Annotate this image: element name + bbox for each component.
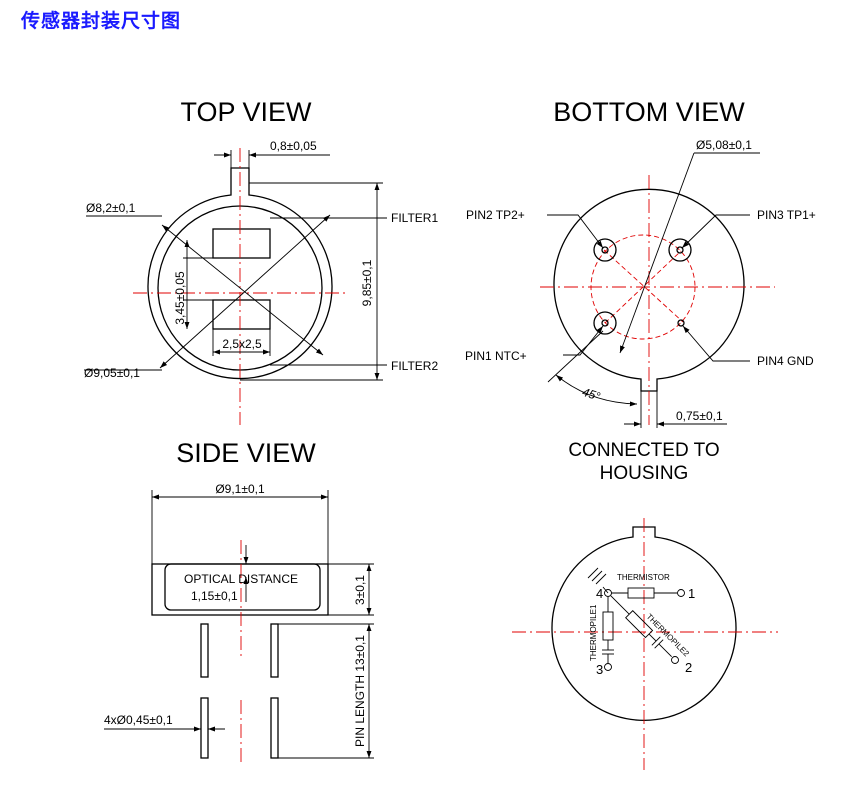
filter1-label: FILTER1 (391, 211, 438, 225)
pin-1-circle (677, 589, 685, 597)
pin3-leader (681, 214, 750, 249)
schematic-title-line1: CONNECTED TO (568, 440, 719, 461)
dim-pin-diameter: 4xØ0,45±0,1 (104, 713, 173, 727)
pin-3-circle (604, 663, 612, 671)
angle-label: 45° (580, 385, 602, 404)
dim-cap-height: 3±0,1 (353, 575, 367, 605)
dim-d905: Ø9,05±0,1 (84, 366, 140, 380)
side-pin-left-lower (200, 697, 209, 759)
ground-mark-3 (595, 573, 607, 585)
pin3-circle (668, 238, 692, 262)
pin3-label: PIN3 TP1+ (757, 208, 816, 222)
pin2-label: PIN2 TP2+ (466, 208, 525, 222)
top-view-title: TOP VIEW (180, 97, 312, 127)
top-view: TOP VIEW Ø8,2±0,1 Ø9,05±0,1 0,8±0,05 3,4… (84, 97, 438, 425)
pin-3-label: 3 (596, 662, 603, 677)
schematic-body-outline (551, 526, 737, 721)
optical-distance-value: 1,15±0,1 (191, 589, 238, 603)
dim-tab-width: 0,8±0,05 (270, 139, 317, 153)
side-pin-right-upper (270, 623, 279, 678)
dim-height: 9,85±0,1 (360, 259, 374, 306)
dim-side-diameter: Ø9,1±0,1 (215, 482, 265, 496)
ground-link (602, 586, 609, 594)
pin2-center (601, 246, 609, 254)
dim-pin-length: PIN LENGTH 13±0,1 (353, 635, 367, 747)
bottom-view-body-outline (553, 188, 745, 392)
bottom-view-diag-1 (603, 249, 684, 323)
side-pin-left-upper (200, 623, 209, 678)
thermopile2-wire-mid (648, 633, 657, 642)
thermopile2-cap-plate-2 (654, 639, 664, 649)
schematic-title-line2: HOUSING (600, 463, 689, 484)
thermopile1-label: THERMOPILE1 (589, 604, 598, 661)
filter1-window (212, 228, 271, 259)
bottom-view-diag-2 (604, 250, 682, 324)
pin2-circle (593, 238, 617, 262)
pitch-dim-line (619, 152, 695, 354)
ground-mark-2 (591, 570, 603, 582)
pin4-label: PIN4 GND (757, 354, 814, 368)
dim-window-gap: 3,45±0,05 (173, 271, 187, 325)
side-view-title: SIDE VIEW (176, 438, 316, 468)
thermistor-resistor (627, 587, 655, 599)
pin4-center (677, 319, 685, 327)
pin1-label: PIN1 NTC+ (465, 349, 527, 363)
pin1-leader (563, 325, 604, 356)
optical-distance-label: OPTICAL DISTANCE (184, 572, 298, 586)
thermopile2-wire-bottom (658, 643, 672, 657)
thermopile2-branch (610, 595, 672, 657)
filter2-label: FILTER2 (391, 359, 438, 373)
pin1-circle (593, 311, 617, 335)
thermopile1-resistor (602, 611, 614, 641)
dim-bottom-tab: 0,75±0,1 (676, 409, 723, 423)
page-title: 传感器封装尺寸图 (21, 10, 182, 32)
thermopile2-cap-plate-1 (651, 636, 661, 646)
thermistor-label: THERMISTOR (617, 573, 670, 582)
dim-window: 2,5x2,5 (222, 337, 262, 351)
pin-1-label: 1 (688, 586, 695, 601)
dim-d82: Ø8,2±0,1 (86, 201, 136, 215)
pin3-center (676, 246, 684, 254)
d905-diameter-line (159, 214, 331, 369)
angle-arc (555, 374, 638, 407)
bottom-view-title: BOTTOM VIEW (553, 97, 745, 127)
pin-4-label: 4 (596, 586, 603, 601)
pin2-leader (547, 214, 604, 249)
side-body-cap (164, 563, 321, 611)
pin-2-circle (671, 656, 679, 664)
ground-mark-1 (587, 567, 599, 579)
pin4-leader (682, 325, 750, 362)
thermopile2-wire-top (610, 595, 630, 615)
side-pin-right-lower (270, 697, 279, 759)
thermopile2-label: THERMOPILE2 (645, 612, 692, 659)
pin-pitch-circle (590, 234, 696, 340)
angle-leg (547, 330, 604, 383)
side-view: SIDE VIEW Ø9,1±0,1 OPTICAL DISTANCE 1,15… (104, 438, 374, 765)
dim-pitch: Ø5,08±0,1 (696, 138, 752, 152)
pin-2-label: 2 (685, 660, 692, 675)
filter2-window (212, 299, 271, 330)
connection-schematic: CONNECTED TO HOUSING 4 1 THERMISTOR 3 TH… (512, 440, 778, 770)
bottom-view: BOTTOM VIEW Ø5,08±0,1 PIN2 TP2+ PIN3 TP1… (465, 97, 816, 428)
pin1-center (601, 319, 609, 327)
